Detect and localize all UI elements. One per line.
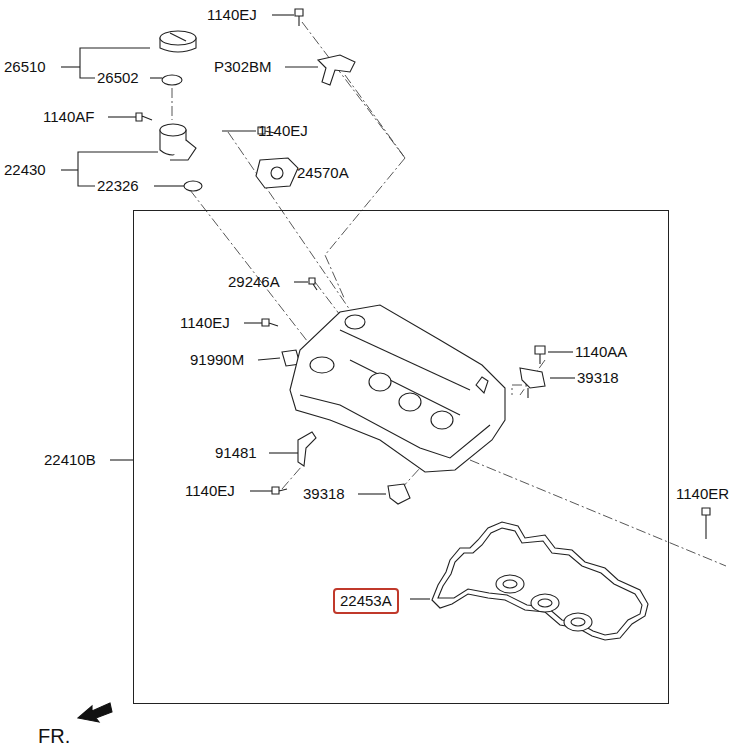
callout-number: 1140EJ xyxy=(180,314,230,332)
callout-number: 26502 xyxy=(97,69,139,87)
part-number: 22410B xyxy=(44,451,96,469)
callout-number: 39318 xyxy=(577,369,619,387)
callout-number: 91481 xyxy=(215,444,257,462)
callout-number: 26510 xyxy=(4,58,46,76)
callout-number: 1140AF xyxy=(43,108,94,126)
callout-number: P302BM xyxy=(214,58,272,76)
callout-number: 1140ER xyxy=(676,485,729,503)
direction-marker: FR. xyxy=(38,724,70,748)
part-number: 22453A xyxy=(340,592,392,610)
callout-number: 22430 xyxy=(4,161,46,179)
callout-number: 24570A xyxy=(297,164,349,182)
part-box: 22453A xyxy=(333,588,399,614)
assembly-frame: 22410B22453A xyxy=(133,210,669,704)
callout-number: 91990M xyxy=(190,351,244,369)
callout-number: 1140EJ xyxy=(185,482,235,500)
callout-number: 39318 xyxy=(303,485,345,503)
callout-number: 1140EJ xyxy=(258,122,308,140)
callout-number: 29246A xyxy=(228,273,280,291)
callout-number: 1140AA xyxy=(575,343,627,361)
callout-number: 22326 xyxy=(97,177,139,195)
callout-number: 1140EJ xyxy=(207,6,257,24)
